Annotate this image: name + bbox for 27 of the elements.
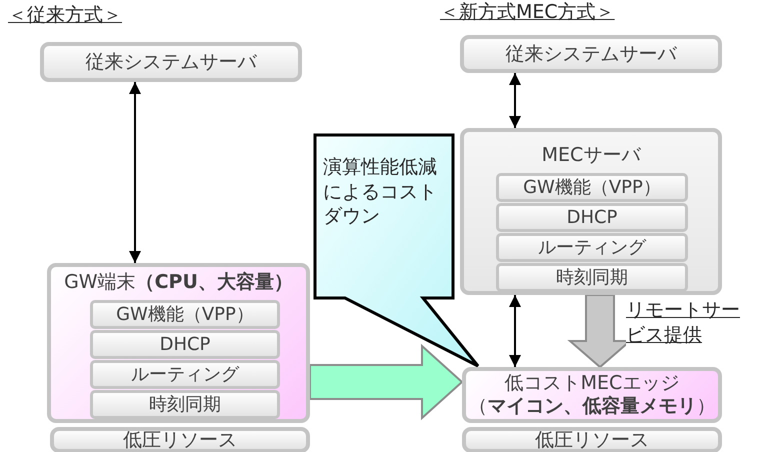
section-heading: ＜新方式MEC方式＞ xyxy=(440,0,615,25)
block-arrow xyxy=(309,344,464,420)
function-box: GW機能（VPP） xyxy=(496,173,688,202)
speech-callout xyxy=(313,133,481,369)
device-box xyxy=(462,367,722,423)
server-box xyxy=(460,128,722,295)
server-box: 低圧リソース xyxy=(462,427,722,452)
function-box: GW機能（VPP） xyxy=(90,300,280,329)
function-box: 時刻同期 xyxy=(90,390,280,419)
arrow xyxy=(129,82,141,263)
box-heading: MECサーバ xyxy=(542,144,640,167)
arrow xyxy=(509,295,521,367)
callout-text: 演算性能低減によるコストダウン xyxy=(323,155,438,230)
function-box: ルーティング xyxy=(496,233,688,262)
device-box xyxy=(47,263,310,423)
box-sublabel: （マイコン、低容量メモリ） xyxy=(468,395,716,418)
server-box: 従来システムサーバ xyxy=(460,35,722,73)
function-box: 時刻同期 xyxy=(496,263,688,292)
section-heading: ＜従来方式＞ xyxy=(8,3,122,28)
box-label: 低コストMECエッジ xyxy=(504,372,680,395)
box-heading: GW端末（CPU、大容量） xyxy=(64,271,293,294)
function-box: DHCP xyxy=(496,203,688,232)
function-box: DHCP xyxy=(90,330,280,359)
server-box: 低圧リソース xyxy=(50,427,310,452)
arrow xyxy=(509,73,521,128)
server-box: 従来システムサーバ xyxy=(40,42,302,82)
function-box: ルーティング xyxy=(90,360,280,389)
